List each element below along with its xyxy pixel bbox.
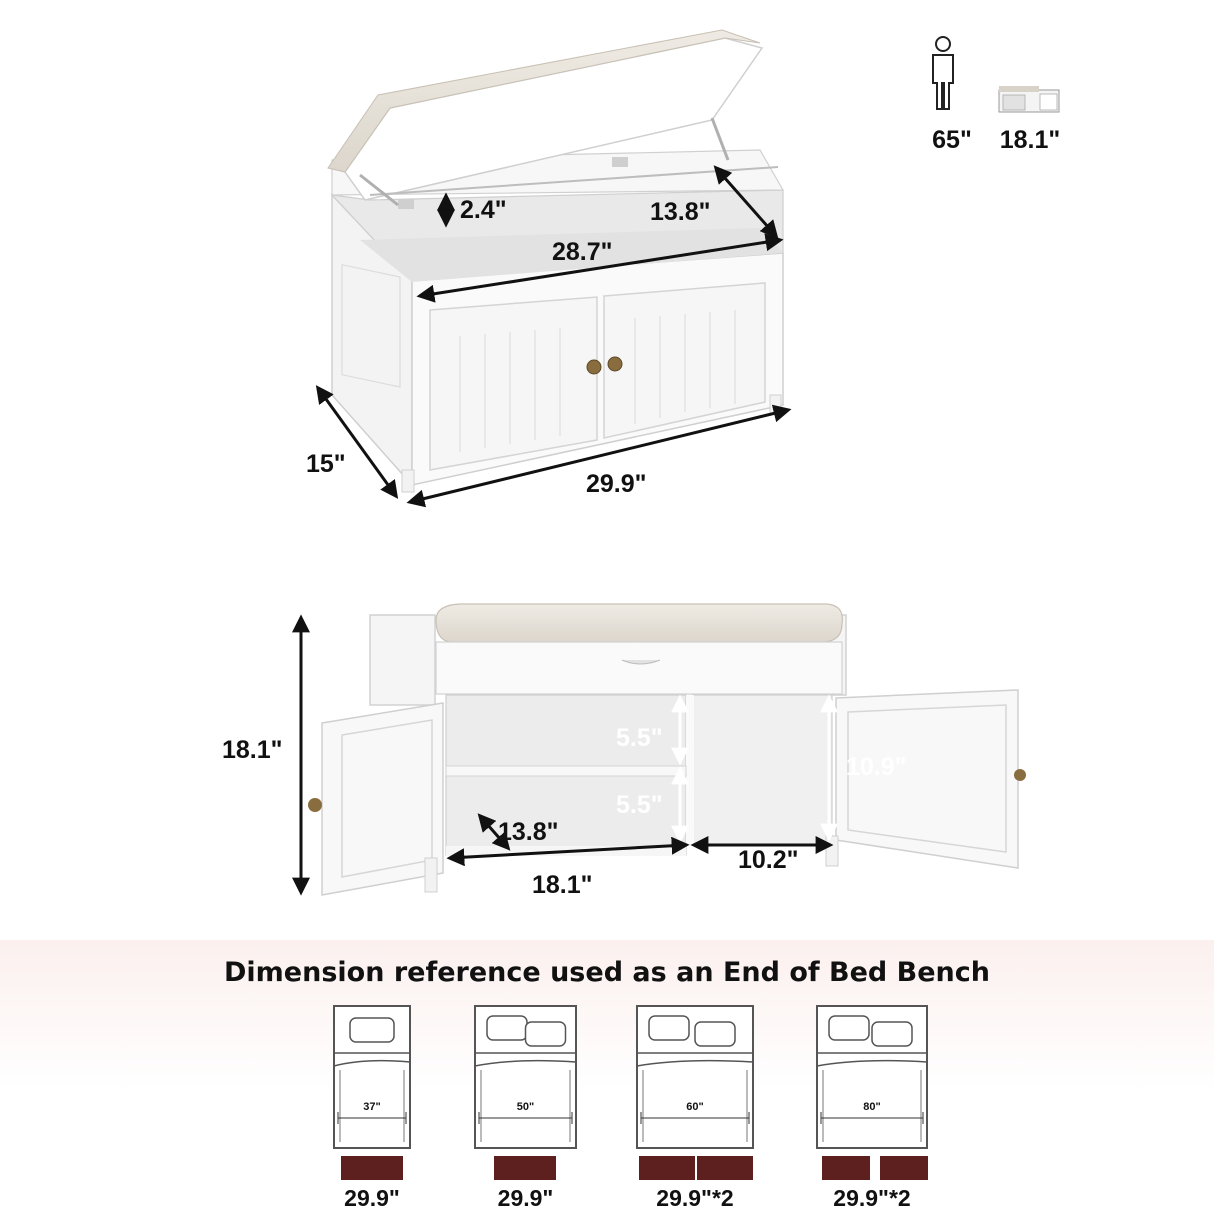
pillow-icon: [648, 1015, 690, 1041]
bed-diagram: 80" 29.9"*2: [816, 1005, 928, 1211]
bench-block: [341, 1156, 403, 1180]
right-height-label: 10.9": [846, 753, 907, 781]
pillow-icon: [524, 1021, 567, 1047]
pillow-icon: [871, 1021, 913, 1047]
bed-width-label: 50": [517, 1101, 534, 1113]
bench-block: [880, 1156, 928, 1180]
bench-size-label: 29.9": [344, 1185, 400, 1211]
bench-block: [639, 1156, 695, 1180]
bench-size-label: 29.9"*2: [656, 1185, 733, 1211]
person-height-label: 65": [932, 126, 972, 154]
left-width-label: 18.1": [532, 871, 593, 899]
right-width-label: 10.2": [738, 846, 799, 874]
bench-size-label: 29.9": [498, 1185, 554, 1211]
bed-reference-diagrams: 37" 29.9" 50" 29.9" 60" 29.9"*2 80" 29.9"*2: [333, 1005, 928, 1211]
pillow-icon: [694, 1021, 736, 1047]
bed-diagram: 60" 29.9"*2: [636, 1005, 754, 1211]
bed-diagram: 50" 29.9": [474, 1005, 577, 1211]
shelf-bottom-label: 5.5": [616, 791, 663, 819]
front-height-label: 18.1": [222, 736, 283, 764]
bed-reference-title: Dimension reference used as an End of Be…: [224, 957, 990, 988]
bed-width-label: 37": [363, 1101, 380, 1113]
bed-reference-panel: [0, 940, 1214, 1214]
bench-height-label: 18.1": [1000, 126, 1061, 154]
front-dimension-arrows: [292, 614, 838, 896]
person-icon: [932, 36, 954, 110]
bench-block: [697, 1156, 753, 1180]
pillow-icon: [486, 1015, 528, 1041]
outer-width-label: 29.9": [586, 470, 647, 498]
inner-depth-label: 13.8": [650, 198, 711, 226]
pillow-icon: [349, 1017, 395, 1043]
bed-width-label: 60": [686, 1101, 703, 1113]
bed-width-label: 80": [863, 1101, 880, 1113]
shelf-depth-label: 13.8": [498, 818, 559, 846]
top-dimension-arrows: [315, 165, 792, 508]
bed-diagram: 37" 29.9": [333, 1005, 411, 1211]
inner-width-label: 28.7": [552, 238, 613, 266]
shelf-top-label: 5.5": [616, 724, 663, 752]
bench-size-label: 29.9"*2: [833, 1185, 910, 1211]
pillow-icon: [828, 1015, 870, 1041]
bench-thumbnail-icon: [998, 86, 1060, 113]
product-diagram: 65" 18.1": [222, 29, 1061, 899]
front-bench-illustration: [308, 603, 1026, 896]
bench-block: [822, 1156, 870, 1180]
bench-block: [494, 1156, 556, 1180]
cavity-depth-label: 2.4": [460, 196, 507, 224]
outer-depth-label: 15": [306, 450, 346, 478]
